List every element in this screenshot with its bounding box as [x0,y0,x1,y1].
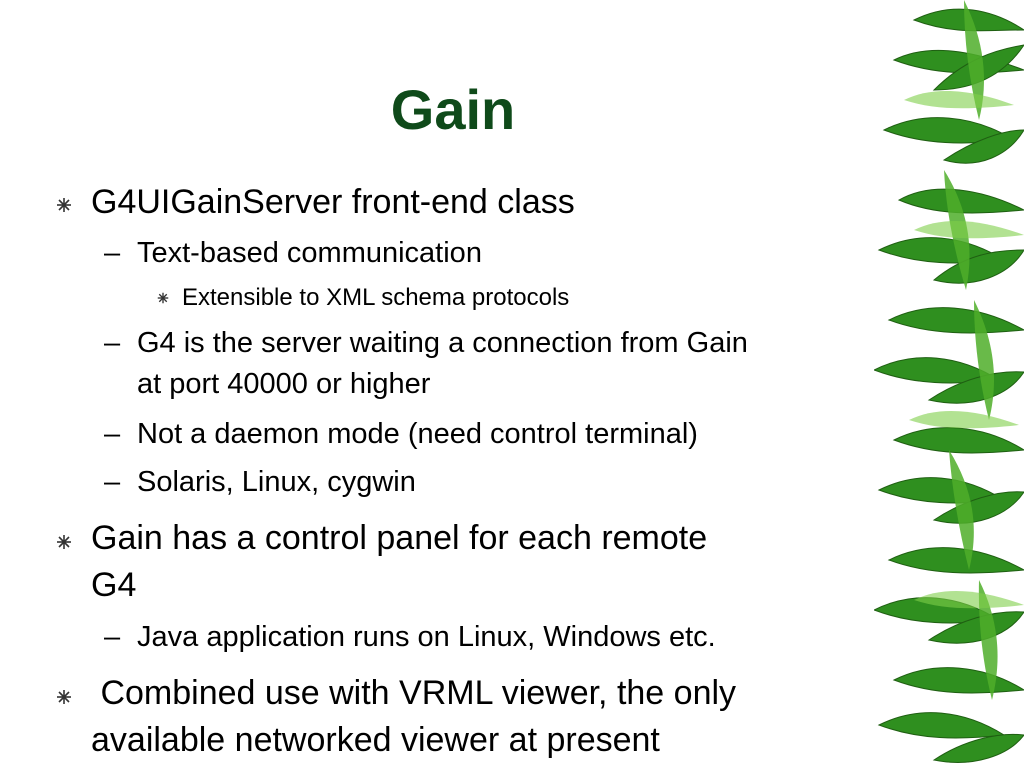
en-dash: – [104,237,121,269]
slide-title: Gain [390,78,516,141]
bamboo-leaves-image [874,0,1024,763]
list-item: Solaris, Linux, cygwin [137,466,416,498]
asterisk-star-icon [57,690,71,704]
list-item: Text-based communication [137,237,482,269]
en-dash: – [104,418,121,450]
asterisk-star-icon [57,198,71,212]
list-item: Java application runs on Linux, Windows … [137,621,716,653]
asterisk-star-icon [57,535,71,549]
bullet-list: G4UIGainServer front-end class – Text-ba… [57,183,748,759]
list-item: Extensible to XML schema protocols [182,284,570,311]
list-item: Combined use with VRML viewer, the only [91,674,737,712]
en-dash: – [104,621,121,653]
list-item-continuation: available networked viewer at present [91,721,660,759]
list-item: G4UIGainServer front-end class [91,183,575,221]
list-item: G4 is the server waiting a connection fr… [137,327,748,359]
en-dash: – [104,466,121,498]
list-item-continuation: G4 [91,566,137,604]
asterisk-star-icon [157,292,169,304]
list-item-continuation: at port 40000 or higher [137,368,431,400]
en-dash: – [104,327,121,359]
list-item: Gain has a control panel for each remote [91,519,708,557]
list-item: Not a daemon mode (need control terminal… [137,418,698,450]
